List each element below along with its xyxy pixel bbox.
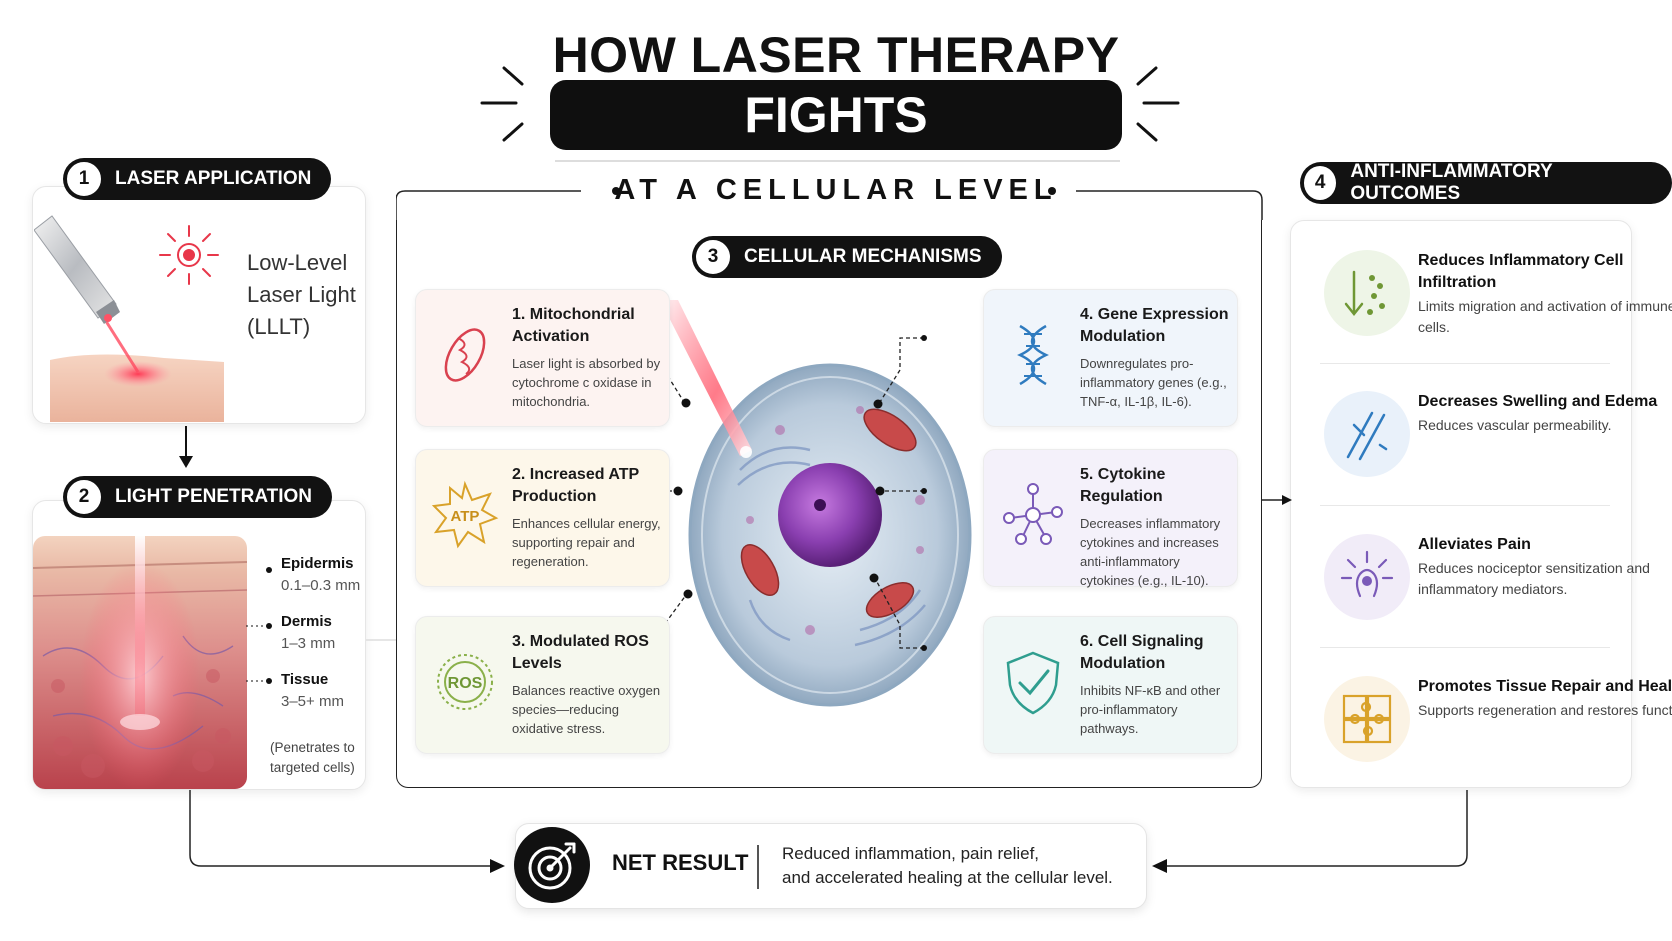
mechanism-body: Inhibits NF-κB and other pro-inflammator… — [1080, 683, 1221, 736]
mechanism-body: Enhances cellular energy, supporting rep… — [512, 516, 661, 569]
mechanism-body: Balances reactive oxygen species—reducin… — [512, 683, 661, 736]
outcome-title: Decreases Swelling and Edema — [1418, 393, 1658, 410]
outcome-4: Promotes Tissue Repair and Healing Suppo… — [1324, 676, 1672, 762]
outcome-body: Supports regeneration and restores funct… — [1418, 702, 1672, 718]
section-number-2: 2 — [65, 478, 103, 516]
target-icon — [514, 827, 590, 903]
puzzle-icon — [1324, 676, 1410, 762]
mechanism-card-5: 5. Cytokine Regulation Decreases inflamm… — [983, 449, 1238, 588]
outcome-title: Alleviates Pain — [1418, 536, 1531, 553]
mechanism-title: 5. Cytokine Regulation — [1080, 466, 1166, 505]
shield-check-icon — [1006, 651, 1060, 715]
outcome-2: Decreases Swelling and Edema Reduces vas… — [1324, 391, 1672, 477]
section-badge-3: 3 CELLULAR MECHANISMS — [692, 236, 1002, 278]
penetration-note: (Penetrates to targeted cells) — [270, 738, 355, 778]
down-arrow-cells-icon — [1324, 250, 1410, 336]
layer-epidermis: Epidermis 0.1–0.3 mm — [281, 553, 360, 597]
layer-depth: 3–5+ mm — [281, 693, 344, 710]
section-number-4: 4 — [1302, 164, 1339, 202]
mechanism-title: 2. Increased ATP Production — [512, 466, 639, 505]
section-label-3: CELLULAR MECHANISMS — [744, 246, 982, 267]
laser-device-illustration — [34, 215, 224, 422]
layer-dermis: Dermis 1–3 mm — [281, 611, 335, 655]
vessel-icon — [1324, 391, 1410, 477]
mechanism-card-4: 4. Gene Expression Modulation Downregula… — [983, 289, 1238, 427]
down-arrow-icon — [179, 426, 193, 468]
net-result-text: Reduced inflammation, pain relief, and a… — [782, 842, 1113, 890]
title-line-2: FIGHTS INFLAMMATION — [550, 80, 1122, 213]
penetration-note-line-1: (Penetrates to — [270, 740, 355, 755]
depth-markers — [246, 567, 272, 684]
title-line-1: HOW LASER THERAPY — [552, 27, 1120, 83]
outcome-body: Limits migration and activation of immun… — [1418, 298, 1672, 335]
nerve-icon — [1324, 534, 1410, 620]
lllt-label: Low-Level Laser Light (LLLT) — [247, 247, 356, 343]
cellular-mechanisms-frame — [396, 220, 1262, 788]
mechanism-body: Decreases inflammatory cytokines and inc… — [1080, 516, 1221, 588]
ros-icon-text: ROS — [448, 675, 483, 692]
section-badge-4: 4 ANTI-INFLAMMATORY OUTCOMES — [1300, 161, 1672, 204]
section-label-1: LASER APPLICATION — [115, 168, 312, 189]
outcome-divider — [1320, 363, 1610, 364]
mechanism-title: 4. Gene Expression Modulation — [1080, 306, 1229, 345]
outcome-divider — [1320, 505, 1610, 506]
layer-name: Epidermis — [281, 555, 354, 572]
lllt-line-1: Low-Level — [247, 250, 348, 275]
outcome-body: Reduces nociceptor sensitization and inf… — [1418, 560, 1650, 597]
atp-icon-text: ATP — [451, 508, 480, 525]
mitochondria-icon — [444, 328, 486, 382]
mechanism-card-2: ATP 2. Increased ATP Production Enhances… — [415, 449, 670, 587]
mechanism-body: Downregulates pro-inflammatory genes (e.… — [1080, 356, 1227, 409]
title-divider — [555, 160, 1120, 162]
net-result-line-2: and accelerated healing at the cellular … — [782, 868, 1113, 887]
net-result-label: NET RESULT — [612, 850, 749, 875]
mechanism-card-6: 6. Cell Signaling Modulation Inhibits NF… — [983, 616, 1238, 754]
lllt-line-3: (LLLT) — [247, 314, 311, 339]
penetration-note-line-2: targeted cells) — [270, 760, 355, 775]
laser-light-icon — [159, 225, 219, 285]
net-result-panel — [515, 823, 1147, 909]
section-label-4: ANTI-INFLAMMATORY OUTCOMES — [1350, 161, 1553, 204]
layer-tissue: Tissue 3–5+ mm — [281, 669, 344, 713]
center-frame-top — [396, 187, 1263, 220]
cell-illustration — [660, 300, 972, 707]
outcome-body: Reduces vascular permeability. — [1418, 417, 1612, 433]
layer-name: Tissue — [281, 671, 329, 688]
layer-depth: 1–3 mm — [281, 635, 336, 652]
section-badge-2: 2 LIGHT PENETRATION — [63, 476, 333, 518]
mechanism-card-3: ROS 3. Modulated ROS Levels Balances rea… — [415, 616, 670, 754]
subtitle: AT A CELLULAR LEVEL — [614, 174, 1058, 206]
layer-name: Dermis — [281, 613, 332, 630]
lllt-line-2: Laser Light — [247, 282, 356, 307]
mechanism-card-1: 1. Mitochondrial Activation Laser light … — [415, 289, 670, 427]
ros-icon: ROS — [437, 654, 493, 710]
mechanism-title: 6. Cell Signaling Modulation — [1080, 633, 1204, 672]
layer-depth: 0.1–0.3 mm — [281, 577, 361, 594]
outcome-divider — [1320, 647, 1610, 648]
mechanism-body: Laser light is absorbed by cytochrome c … — [512, 356, 661, 409]
section-badge-1: 1 LASER APPLICATION — [63, 158, 332, 200]
mechanism-title: 1. Mitochondrial Activation — [512, 306, 635, 345]
dna-icon — [1017, 324, 1049, 386]
outcome-title: Promotes Tissue Repair and Healing — [1418, 678, 1672, 695]
net-result-divider — [757, 845, 759, 889]
section-number-3: 3 — [694, 238, 732, 276]
skin-cross-section-illustration — [33, 536, 247, 789]
section-label-2: LIGHT PENETRATION — [115, 486, 313, 507]
outcome-3: Alleviates Pain Reduces nociceptor sensi… — [1324, 534, 1672, 620]
title-rays — [480, 66, 1180, 142]
net-result-line-1: Reduced inflammation, pain relief, — [782, 844, 1040, 863]
outcome-title: Reduces Inflammatory Cell Infiltration — [1418, 252, 1624, 291]
mechanism-title: 3. Modulated ROS Levels — [512, 633, 649, 672]
cytokine-network-icon — [1003, 483, 1063, 545]
section-number-1: 1 — [65, 160, 103, 198]
outcome-1: Reduces Inflammatory Cell Infiltration L… — [1324, 250, 1672, 338]
atp-burst-icon: ATP — [431, 480, 499, 549]
